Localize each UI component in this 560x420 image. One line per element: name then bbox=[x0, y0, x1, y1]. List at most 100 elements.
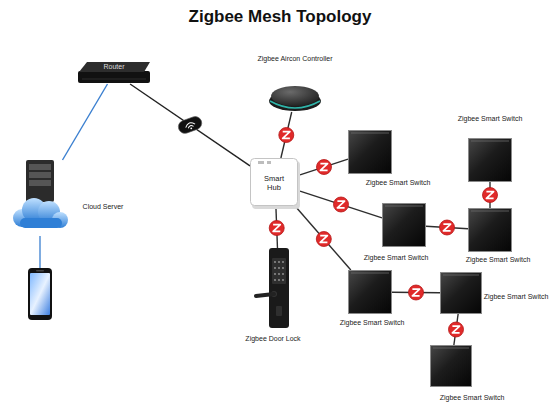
zigbee-badge-mark bbox=[486, 192, 493, 199]
smart-switch-graphic bbox=[468, 208, 512, 252]
node-label: Zigbee Smart Switch bbox=[340, 318, 405, 327]
wifi-badge-arc bbox=[188, 125, 194, 129]
zigbee-badge-circle bbox=[449, 322, 464, 337]
cloud-phone-wire bbox=[39, 236, 40, 268]
zigbee-badge bbox=[440, 220, 455, 235]
node-label: Zigbee Smart Switch bbox=[484, 292, 549, 301]
router-device: Router bbox=[78, 62, 150, 84]
switch-panel bbox=[441, 273, 482, 314]
switch-panel bbox=[383, 204, 426, 247]
wifi-badge-arc bbox=[185, 121, 195, 127]
lock-cylinder bbox=[276, 306, 282, 316]
lock-handle bbox=[256, 294, 274, 296]
smart-switch-graphic bbox=[348, 270, 392, 314]
smart-switch: Zigbee Smart Switch bbox=[468, 138, 512, 182]
wifi-badge-dot bbox=[190, 127, 192, 129]
keypad-key bbox=[278, 261, 280, 263]
zigbee-badge-circle bbox=[316, 232, 331, 247]
node-label: Zigbee Smart Switch bbox=[366, 178, 431, 187]
icon-layer bbox=[177, 115, 498, 337]
smart-switch: Zigbee Smart Switch bbox=[382, 203, 426, 247]
smartphone-icon bbox=[28, 268, 52, 320]
zigbee-badge-circle bbox=[279, 128, 294, 143]
connector bbox=[62, 84, 107, 160]
zigbee-badge-mark bbox=[337, 201, 344, 208]
server-bay bbox=[29, 180, 51, 186]
smart-switch: Zigbee Smart Switch bbox=[440, 272, 482, 314]
zigbee-badge-mark bbox=[273, 225, 280, 232]
zigbee-badge-circle bbox=[483, 188, 498, 203]
zigbee-badge-circle bbox=[269, 221, 284, 236]
node-label: Zigbee Smart Switch bbox=[364, 253, 429, 262]
node-label: Zigbee Door Lock bbox=[245, 334, 300, 343]
aircon-controller-graphic bbox=[268, 84, 322, 112]
node-label: Cloud Server bbox=[83, 202, 124, 211]
node-label: Zigbee Smart Switch bbox=[466, 255, 531, 264]
zigbee-badge-mark bbox=[452, 326, 459, 333]
phone-body bbox=[28, 268, 52, 320]
door-lock: Zigbee Door Lock bbox=[265, 248, 293, 328]
switch-panel bbox=[349, 131, 392, 174]
node-label: Smart Hub bbox=[260, 174, 288, 192]
keypad-key bbox=[278, 279, 280, 281]
keypad-key bbox=[274, 279, 276, 281]
zigbee-badge bbox=[316, 232, 331, 247]
switch-highlight bbox=[351, 273, 389, 274]
lock-body bbox=[269, 248, 289, 328]
zigbee-badge-mark bbox=[443, 224, 450, 231]
node-label: Zigbee Aircon Controller bbox=[257, 54, 332, 63]
router-body bbox=[78, 71, 150, 83]
zigbee-badge-mark bbox=[320, 164, 327, 171]
phone-screen bbox=[30, 273, 50, 315]
node-label: Zigbee Smart Switch bbox=[440, 393, 505, 402]
switch-highlight bbox=[433, 348, 469, 349]
controller-dome bbox=[271, 86, 319, 106]
keypad-key bbox=[274, 267, 276, 269]
zigbee-badge-circle bbox=[409, 285, 424, 300]
router-edge bbox=[82, 79, 146, 80]
switch-highlight bbox=[385, 206, 423, 207]
smart-switch: Zigbee Smart Switch bbox=[468, 208, 512, 252]
switch-highlight bbox=[351, 133, 389, 134]
smart-switch-graphic bbox=[468, 138, 512, 182]
cloud-shape bbox=[20, 218, 62, 228]
zigbee-badge bbox=[317, 160, 332, 175]
server-tower bbox=[26, 160, 54, 202]
connector bbox=[300, 191, 382, 218]
smart-switch-graphic bbox=[430, 345, 472, 387]
door-lock-graphic bbox=[265, 248, 293, 328]
switch-highlight bbox=[443, 275, 479, 276]
node-label: Router bbox=[78, 63, 150, 71]
switch-highlight bbox=[471, 141, 509, 142]
wifi-badge-body bbox=[177, 115, 204, 135]
smart-switch: Zigbee Smart Switch bbox=[430, 345, 472, 387]
zigbee-badge bbox=[483, 188, 498, 203]
diagram-title: Zigbee Mesh Topology bbox=[0, 7, 560, 27]
connector bbox=[297, 208, 351, 270]
router-top bbox=[79, 62, 150, 72]
zigbee-badge-mark bbox=[412, 289, 419, 296]
cloud-server-graphic bbox=[12, 160, 68, 236]
zigbee-badge bbox=[409, 285, 424, 300]
zigbee-badge-mark bbox=[320, 236, 327, 243]
keypad-key bbox=[274, 273, 276, 275]
keypad-key bbox=[282, 279, 284, 281]
zigbee-badge-circle bbox=[317, 160, 332, 175]
connector bbox=[300, 159, 348, 175]
connector bbox=[130, 84, 250, 166]
zigbee-badge bbox=[279, 128, 294, 143]
zigbee-badge bbox=[449, 322, 464, 337]
keypad-key bbox=[274, 261, 276, 263]
smart-switch-graphic bbox=[348, 130, 392, 174]
smart-switch-graphic bbox=[382, 203, 426, 247]
aircon-controller: Zigbee Aircon Controller bbox=[268, 84, 322, 112]
keypad-key bbox=[278, 267, 280, 269]
switch-highlight bbox=[471, 211, 509, 212]
zigbee-badge-circle bbox=[440, 220, 455, 235]
smart-switch: Zigbee Smart Switch bbox=[348, 130, 392, 174]
lock-keypad bbox=[272, 258, 286, 284]
keypad-key bbox=[282, 273, 284, 275]
hub-port bbox=[258, 161, 264, 164]
switch-panel bbox=[349, 271, 392, 314]
switch-panel bbox=[469, 209, 512, 252]
